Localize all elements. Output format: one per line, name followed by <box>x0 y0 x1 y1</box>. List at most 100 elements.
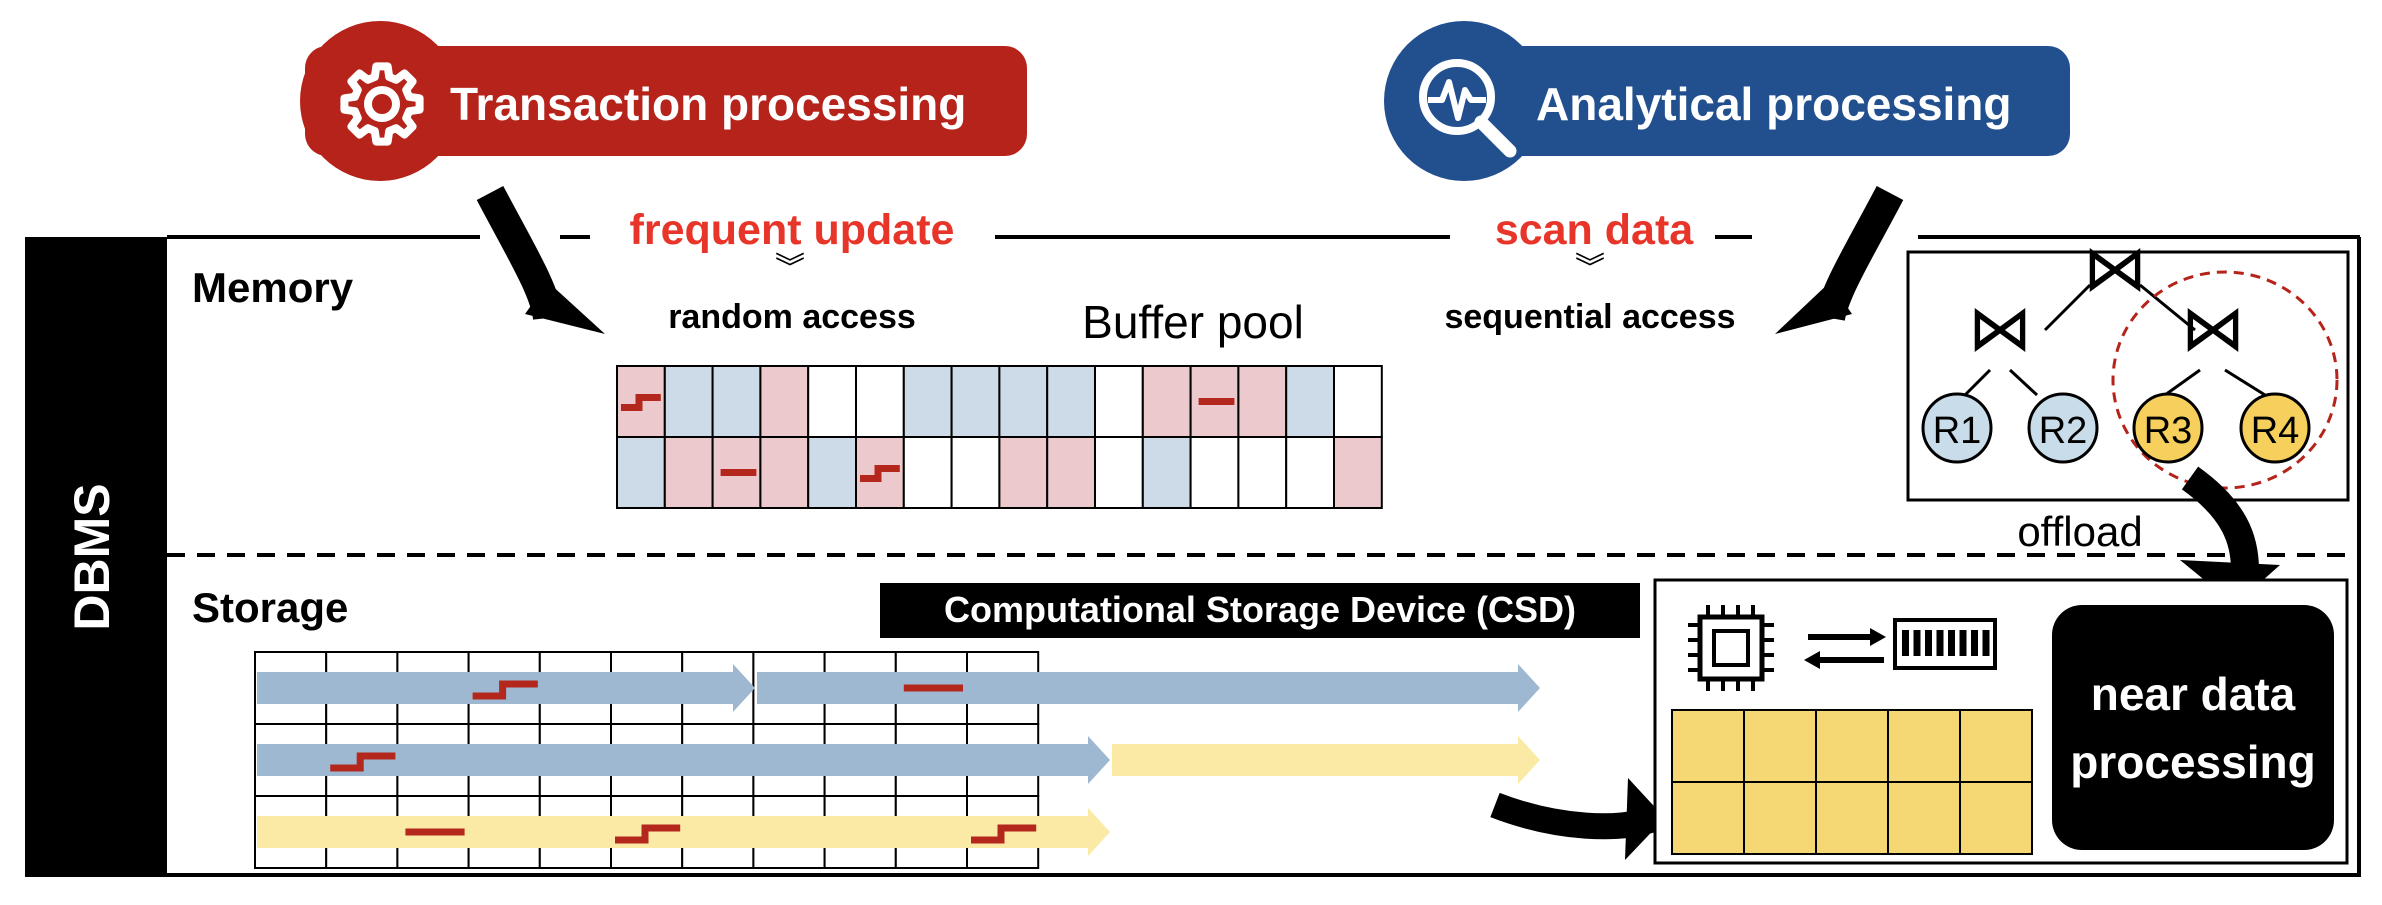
relation-node <box>1921 392 1993 464</box>
scan-arrow-head <box>1518 664 1540 712</box>
memory-label: Memory <box>192 264 354 311</box>
buffer-page <box>855 365 905 438</box>
csd-cell <box>1815 709 1889 783</box>
scan-arrow-head <box>1088 736 1110 784</box>
scan-data-label: scan data <box>1495 206 1694 254</box>
buffer-page <box>1094 365 1144 438</box>
csd-cell <box>1671 781 1745 855</box>
down-chevrons-icon: ︾ <box>1575 252 1605 285</box>
buffer-page <box>1285 365 1335 438</box>
processor-chip-icon <box>1688 605 1774 691</box>
relation-label: R1 <box>1933 410 1982 452</box>
buffer-page <box>1333 365 1383 438</box>
transaction-processing-label: Transaction processing <box>450 78 966 130</box>
buffer-page <box>616 436 666 509</box>
buffer-page <box>998 436 1049 509</box>
gear-icon <box>340 62 424 146</box>
storage-grid <box>254 651 1540 869</box>
csd-label: Computational Storage Device (CSD) <box>944 589 1576 630</box>
sequential-access-label: sequential access <box>1444 298 1735 336</box>
relation-node <box>2132 392 2204 464</box>
buffer-page <box>807 436 858 509</box>
buffer-page <box>759 436 810 509</box>
data-transfer-arrows-icon <box>1804 628 1886 669</box>
update-mark <box>330 752 396 772</box>
offload-label: offload <box>2017 508 2142 555</box>
buffer-page <box>1046 436 1096 509</box>
analytical-processing-badge: Analytical processing <box>1384 21 2070 181</box>
offload-arrow <box>2181 466 2259 571</box>
update-mark <box>860 465 900 482</box>
csd-cell <box>1815 781 1889 855</box>
relation-node <box>2239 392 2311 464</box>
csd-cell <box>1887 709 1961 783</box>
buffer-page <box>902 436 953 509</box>
csd-cell <box>1671 709 1745 783</box>
frequent-update-label: frequent update <box>630 206 955 254</box>
update-mark <box>621 394 661 411</box>
csd-cell <box>1887 781 1961 855</box>
relation-node <box>2027 392 2099 464</box>
near-data-label-line2: processing <box>2070 736 2315 788</box>
buffer-page <box>1141 436 1192 509</box>
update-mark <box>971 824 1037 844</box>
csd-cell <box>1743 709 1817 783</box>
relation-label: R2 <box>2039 410 2088 452</box>
analytics-search-icon <box>1419 59 1517 158</box>
offload-selection-ellipse <box>2111 270 2339 490</box>
scan-arrow <box>757 672 1518 704</box>
scan-arrow-head <box>733 664 755 712</box>
buffer-page <box>663 436 714 509</box>
analytical-arrow-head <box>1775 282 1852 334</box>
buffer-page <box>950 436 1001 509</box>
scan-arrow-head <box>1088 808 1110 856</box>
update-mark <box>615 824 681 844</box>
scan-arrow <box>257 744 1088 776</box>
csd-cell <box>1959 709 2033 783</box>
relation-label: R4 <box>2251 410 2300 452</box>
dbms-label: DBMS <box>64 483 120 630</box>
dbms-side-bar <box>25 237 167 877</box>
down-chevrons-icon: ︾ <box>775 252 805 285</box>
buffer-pool-grid <box>616 365 1383 509</box>
buffer-page <box>1285 436 1335 509</box>
transaction-arrow-head <box>525 282 605 334</box>
dbms-frame: DBMS <box>25 235 2361 877</box>
csd-cell <box>1743 781 1817 855</box>
join-icon: ⋈ <box>2083 232 2147 304</box>
buffer-page <box>807 365 858 438</box>
random-access-label: random access <box>668 298 916 336</box>
scan-arrow <box>257 816 1088 848</box>
update-mark <box>472 680 538 700</box>
buffer-pool-label: Buffer pool <box>1082 296 1304 348</box>
buffer-page <box>1046 365 1096 438</box>
csd-cell <box>1959 781 2033 855</box>
buffer-page <box>1094 436 1144 509</box>
buffer-page <box>1237 436 1288 509</box>
buffer-page <box>1237 365 1288 438</box>
buffer-page <box>902 365 953 438</box>
buffer-page <box>1189 436 1240 509</box>
csd-box: near data processing <box>1653 578 2349 865</box>
relation-label: R3 <box>2144 410 2193 452</box>
buffer-page <box>711 365 762 438</box>
csd-arrow-head <box>1625 778 1665 860</box>
buffer-page <box>663 365 714 438</box>
scan-arrow <box>1112 744 1518 776</box>
buffer-page <box>1141 365 1192 438</box>
buffer-page <box>998 365 1049 438</box>
join-icon: ⋈ <box>2181 292 2245 364</box>
analytical-processing-label: Analytical processing <box>1536 78 2012 130</box>
buffer-page <box>950 365 1001 438</box>
near-data-processing-box <box>2052 605 2334 850</box>
memory-module-icon <box>1893 618 1997 670</box>
buffer-page <box>759 365 810 438</box>
scan-arrow-head <box>1518 736 1540 784</box>
buffer-page <box>1333 436 1383 509</box>
near-data-label-line1: near data <box>2091 668 2296 720</box>
csd-data-cells <box>1671 709 2033 855</box>
csd-label-box: Computational Storage Device (CSD) <box>880 583 1640 638</box>
